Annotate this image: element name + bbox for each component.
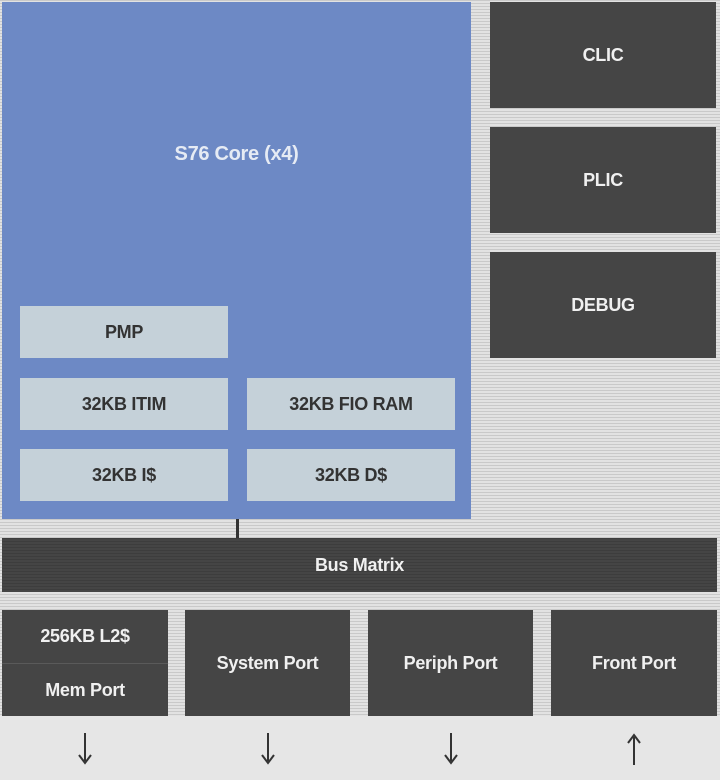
l2-mem-divider (2, 663, 168, 664)
bus-matrix-block: Bus Matrix (2, 538, 717, 592)
l2-cache-block: 256KB L2$ (2, 610, 168, 663)
icache-block: 32KB I$ (20, 449, 228, 501)
core-bus-connector (236, 519, 239, 538)
arrow-strip (0, 716, 720, 780)
core-title: S76 Core (x4) (174, 142, 299, 165)
arrow-down-icon-mem (78, 733, 92, 765)
front-port-block: Front Port (551, 610, 717, 716)
dcache-block: 32KB D$ (247, 449, 455, 501)
arrow-up-icon-front (627, 733, 641, 765)
clic-block: CLIC (490, 2, 716, 108)
debug-block: DEBUG (490, 252, 716, 358)
mem-port-block: Mem Port (2, 664, 168, 716)
arrow-down-icon-system (261, 733, 275, 765)
pmp-block: PMP (20, 306, 228, 358)
fio-ram-block: 32KB FIO RAM (247, 378, 455, 430)
core-block: S76 Core (x4) (2, 2, 471, 519)
arrow-down-icon-periph (444, 733, 458, 765)
periph-port-block: Periph Port (368, 610, 533, 716)
itim-block: 32KB ITIM (20, 378, 228, 430)
plic-block: PLIC (490, 127, 716, 233)
system-port-block: System Port (185, 610, 350, 716)
